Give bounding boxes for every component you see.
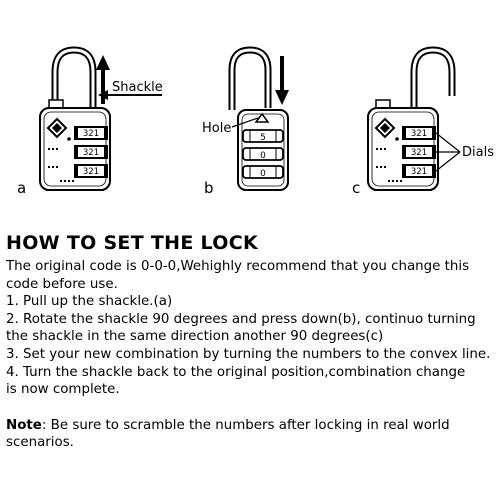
note-label: Note <box>6 417 42 433</box>
arrow-up-icon <box>96 55 110 104</box>
instruction-line: The original code is 0-0-0,Wehighly reco… <box>6 259 470 274</box>
dial-a-1: 321 <box>83 129 99 139</box>
shackle-b <box>228 46 272 110</box>
dial-b-2: 0 <box>260 151 266 161</box>
dial-c-2: 321 <box>411 148 427 158</box>
hole-pointer-line <box>231 117 259 128</box>
panel-label-c: c <box>352 179 360 197</box>
dials-c: 321 321 321 <box>402 126 436 178</box>
logo-diamond-a <box>46 117 71 141</box>
dial-b-3: 0 <box>260 169 266 179</box>
instruction-line: 4. Turn the shackle back to the original… <box>6 364 466 380</box>
instruction-line: code before use. <box>6 276 118 292</box>
panel-label-b: b <box>204 179 214 197</box>
arrow-down-icon <box>275 56 289 105</box>
instructions-heading: HOW TO SET THE LOCK <box>6 232 258 254</box>
note-text: : Be sure to scramble the numbers after … <box>41 417 450 433</box>
instruction-line: the shackle in the same direction anothe… <box>6 329 384 345</box>
instructions-block: HOW TO SET THE LOCK The original code is… <box>6 232 496 452</box>
dials-pointer-lines <box>435 132 461 172</box>
dial-a-2: 321 <box>83 148 99 158</box>
dial-a-3: 321 <box>83 167 99 177</box>
lock-panel-b: 5 0 0 Hole b <box>202 46 289 197</box>
instruction-line: 1. Pull up the shackle.(a) <box>6 294 173 310</box>
dials-label: Dials <box>462 145 494 160</box>
shackle-pointer-arrow <box>98 90 162 100</box>
note-line-2: scenarios. <box>6 435 74 451</box>
dial-b-1: 5 <box>260 133 266 143</box>
shackle-label: Shackle <box>112 80 163 95</box>
shackle-c <box>410 46 456 108</box>
hole-label: Hole <box>202 121 231 136</box>
note-line: Note: Be sure to scramble the numbers af… <box>6 417 496 435</box>
lock-panel-a: 321 321 321 Shackle a <box>17 46 163 197</box>
panel-label-a: a <box>17 179 26 197</box>
instruction-line: is now complete. <box>6 382 120 398</box>
dials-a: 321 321 321 <box>74 126 108 178</box>
dial-c-3: 321 <box>411 167 427 177</box>
dials-b: 5 0 0 <box>242 129 284 179</box>
instruction-line: 3. Set your new combination by turning t… <box>6 346 491 362</box>
lock-setting-diagram: 321 321 321 Shackle a <box>17 46 494 197</box>
lock-panel-c: 321 321 321 Dials c <box>352 46 494 197</box>
logo-diamond-c <box>374 117 399 141</box>
dial-c-1: 321 <box>411 129 427 139</box>
instruction-line: 2. Rotate the shackle 90 degrees and pre… <box>6 311 476 327</box>
